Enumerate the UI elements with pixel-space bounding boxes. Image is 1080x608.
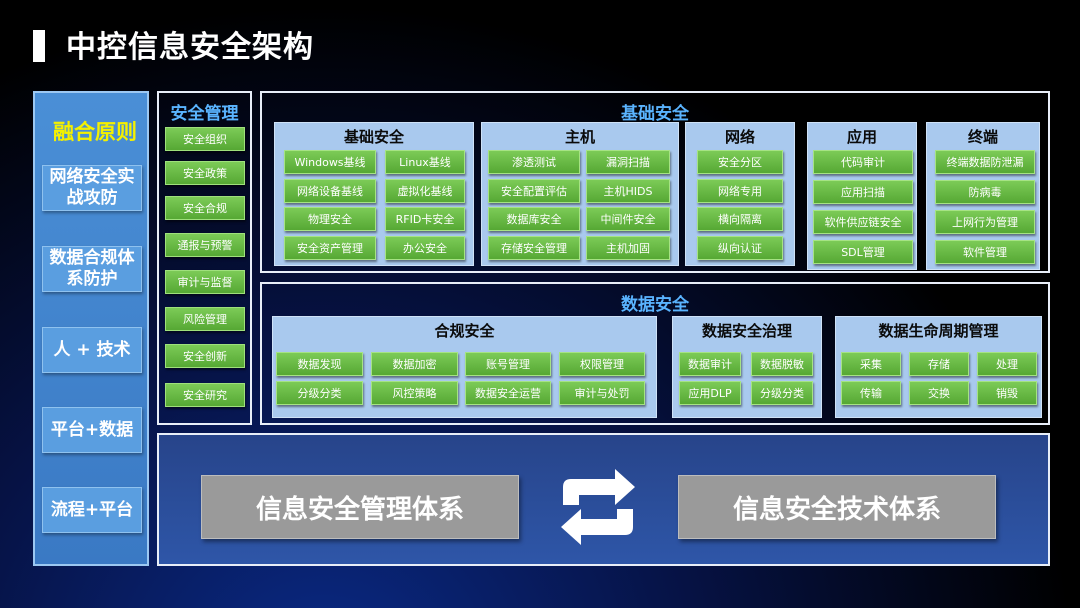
group-title: 合规安全 — [434, 322, 495, 340]
item: 软件管理 — [935, 240, 1035, 264]
item: 虚拟化基线 — [385, 179, 465, 203]
item: 数据脱敏 — [751, 352, 813, 376]
basic-security-title: 基础安全 — [621, 104, 689, 124]
item: 分级分类 — [751, 381, 813, 405]
item: 数据审计 — [679, 352, 741, 376]
data-security-panel: 数据安全 合规安全 数据发现 数据加密 账号管理 权限管理 分级分类 风控策略 … — [260, 282, 1050, 425]
group-title: 主机 — [564, 128, 595, 146]
item: 纵向认证 — [697, 236, 783, 260]
management-item: 通报与预警 — [165, 233, 245, 257]
item: 数据发现 — [276, 352, 363, 376]
principle-item: 平台+数据 — [42, 407, 142, 453]
technology-system-box: 信息安全技术体系 — [678, 475, 996, 539]
item: 主机加固 — [586, 236, 670, 260]
management-item: 风险管理 — [165, 307, 245, 331]
group-basic: 基础安全 Windows基线 Linux基线 网络设备基线 虚拟化基线 物理安全… — [274, 122, 474, 266]
item: 网络专用 — [697, 179, 783, 203]
item: 软件供应链安全 — [813, 210, 913, 234]
principle-item: 数据合规体系防护 — [42, 246, 142, 292]
item: 物理安全 — [284, 207, 376, 231]
item: 数据安全运营 — [465, 381, 551, 405]
group-title: 基础安全 — [343, 128, 404, 146]
title-accent-bar — [33, 30, 45, 62]
management-title: 安全管理 — [170, 104, 239, 124]
group-title: 终端 — [967, 128, 998, 146]
principles-title: 融合原则 — [53, 120, 137, 144]
item: Linux基线 — [385, 150, 465, 174]
group-title: 应用 — [846, 128, 877, 146]
group-lifecycle: 数据生命周期管理 采集 存储 处理 传输 交换 销毁 — [835, 316, 1042, 418]
management-item: 安全合规 — [165, 196, 245, 220]
item: 数据库安全 — [488, 207, 580, 231]
item: 审计与处罚 — [559, 381, 645, 405]
management-item: 安全政策 — [165, 161, 245, 185]
item: 漏洞扫描 — [586, 150, 670, 174]
item: 分级分类 — [276, 381, 363, 405]
item: 处理 — [977, 352, 1037, 376]
group-application: 应用 代码审计 应用扫描 软件供应链安全 SDL管理 — [807, 122, 917, 270]
item: 中间件安全 — [586, 207, 670, 231]
item: 采集 — [841, 352, 901, 376]
item: 网络设备基线 — [284, 179, 376, 203]
management-item: 安全研究 — [165, 383, 245, 407]
item: 数据加密 — [371, 352, 458, 376]
management-item: 安全创新 — [165, 344, 245, 368]
item: SDL管理 — [813, 240, 913, 264]
group-terminal: 终端 终端数据防泄漏 防病毒 上网行为管理 软件管理 — [926, 122, 1040, 270]
management-panel: 安全管理 安全组织 安全政策 安全合规 通报与预警 审计与监督 风险管理 安全创… — [157, 91, 252, 425]
systems-panel: 信息安全管理体系 信息安全技术体系 — [157, 433, 1050, 566]
principle-item: 网络安全实战攻防 — [42, 165, 142, 211]
group-title: 数据安全治理 — [701, 322, 792, 340]
item: 销毁 — [977, 381, 1037, 405]
group-host: 主机 渗透测试 漏洞扫描 安全配置评估 主机HIDS 数据库安全 中间件安全 存… — [481, 122, 679, 266]
item: RFID卡安全 — [385, 207, 465, 231]
item: 权限管理 — [559, 352, 645, 376]
item: 主机HIDS — [586, 179, 670, 203]
item: 风控策略 — [371, 381, 458, 405]
item: 传输 — [841, 381, 901, 405]
group-title: 网络 — [724, 128, 755, 146]
item: 横向隔离 — [697, 207, 783, 231]
item: 应用DLP — [679, 381, 741, 405]
item: 安全配置评估 — [488, 179, 580, 203]
management-item: 审计与监督 — [165, 270, 245, 294]
item: 应用扫描 — [813, 180, 913, 204]
data-security-title: 数据安全 — [621, 295, 689, 315]
cycle-arrows-icon — [561, 469, 635, 545]
management-item: 安全组织 — [165, 127, 245, 151]
item: 办公安全 — [385, 236, 465, 260]
item: 存储安全管理 — [488, 236, 580, 260]
management-system-box: 信息安全管理体系 — [201, 475, 519, 539]
item: 防病毒 — [935, 180, 1035, 204]
group-network: 网络 安全分区 网络专用 横向隔离 纵向认证 — [685, 122, 795, 266]
basic-security-panel: 基础安全 基础安全 Windows基线 Linux基线 网络设备基线 虚拟化基线… — [260, 91, 1050, 273]
item: 交换 — [909, 381, 969, 405]
page-title: 中控信息安全架构 — [66, 30, 314, 65]
item: 终端数据防泄漏 — [935, 150, 1035, 174]
principles-panel: 融合原则 网络安全实战攻防 数据合规体系防护 人 + 技术 平台+数据 流程+平… — [33, 91, 149, 566]
item: 代码审计 — [813, 150, 913, 174]
item: 安全分区 — [697, 150, 783, 174]
item: 存储 — [909, 352, 969, 376]
item: 渗透测试 — [488, 150, 580, 174]
group-compliance: 合规安全 数据发现 数据加密 账号管理 权限管理 分级分类 风控策略 数据安全运… — [272, 316, 657, 418]
item: Windows基线 — [284, 150, 376, 174]
principle-item: 流程+平台 — [42, 487, 142, 533]
group-title: 数据生命周期管理 — [878, 322, 999, 340]
item: 账号管理 — [465, 352, 551, 376]
item: 上网行为管理 — [935, 210, 1035, 234]
principle-item: 人 + 技术 — [42, 327, 142, 373]
item: 安全资产管理 — [284, 236, 376, 260]
group-governance: 数据安全治理 数据审计 数据脱敏 应用DLP 分级分类 — [672, 316, 822, 418]
